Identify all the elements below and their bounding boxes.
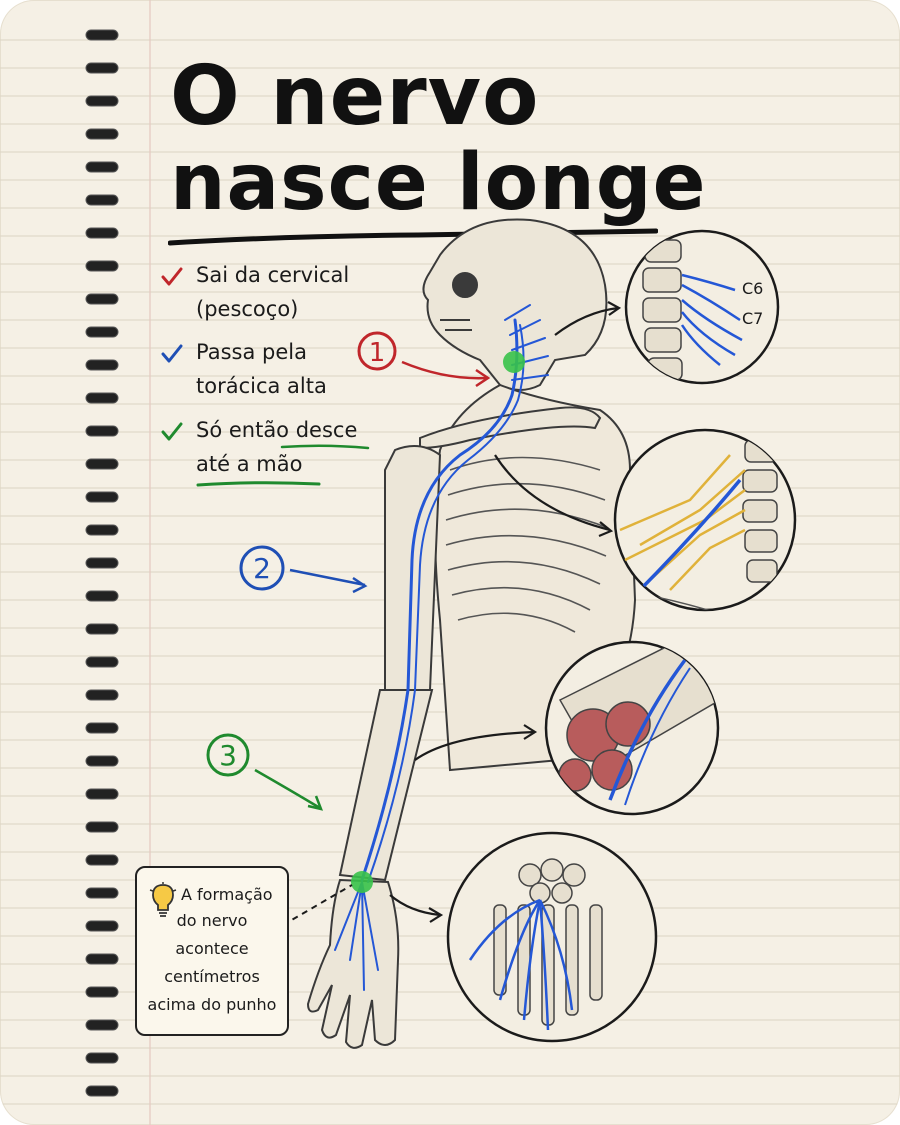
spiral-ring — [85, 458, 119, 470]
spiral-ring — [85, 491, 119, 503]
marker-1-circle — [357, 331, 397, 371]
marker-1: 1 — [357, 331, 491, 388]
spiral-ring — [85, 359, 119, 371]
muscle-section — [558, 758, 592, 792]
hand — [306, 878, 400, 1049]
spiral-ring — [85, 623, 119, 635]
nerve-roots — [680, 273, 743, 366]
spiral-ring — [85, 425, 119, 437]
spiral-ring — [85, 953, 119, 965]
checklist-item-line: até a mão — [196, 452, 303, 476]
checklist-item-line: (pescoço) — [196, 297, 299, 321]
callout-box: A formação do nervo acontece centímetros… — [135, 866, 289, 1036]
marker-3-arrow — [254, 768, 321, 810]
muscle-section — [591, 749, 633, 791]
teeth — [440, 319, 472, 331]
checklist-item-line: Passa pela — [196, 340, 307, 364]
lightbulb-icon — [149, 882, 177, 917]
eye-socket — [452, 272, 478, 298]
checklist-item-line: Só então desce — [196, 418, 358, 442]
spiral-ring — [85, 656, 119, 668]
check-mark-icon — [161, 267, 183, 286]
callout-leader — [282, 884, 353, 926]
spiral-ring — [85, 887, 119, 899]
spiral-ring — [85, 821, 119, 833]
spiral-binding — [85, 29, 119, 1097]
marker-2-arrow — [289, 568, 366, 587]
marker-3-label: 3 — [219, 739, 237, 772]
checklist-item-line: torácica alta — [196, 374, 327, 398]
underline-ate-a-mao — [196, 481, 321, 487]
clavicle — [419, 406, 602, 450]
spiral-ring — [85, 161, 119, 173]
spiral-ring — [85, 326, 119, 338]
spiral-ring — [85, 227, 119, 239]
marker-3: 3 — [206, 733, 324, 811]
detail-forearm-section — [544, 640, 720, 816]
vertebrae — [642, 239, 683, 381]
check-mark-icon — [161, 344, 183, 363]
spiral-ring — [85, 524, 119, 536]
spiral-ring — [85, 128, 119, 140]
spine-label-c6: C6 — [742, 279, 763, 298]
callout-line: acima do punho — [147, 995, 277, 1014]
spiral-ring — [85, 1052, 119, 1064]
spiral-ring — [85, 1019, 119, 1031]
spiral-ring — [85, 557, 119, 569]
marker-2-circle — [239, 545, 285, 591]
marker-2-label: 2 — [253, 552, 271, 585]
spiral-ring — [85, 293, 119, 305]
arrowhead-icon — [352, 576, 368, 594]
spiral-ring — [85, 590, 119, 602]
spiral-ring — [85, 755, 119, 767]
spiral-ring — [85, 788, 119, 800]
spiral-ring — [85, 194, 119, 206]
spiral-ring — [85, 920, 119, 932]
highlight-cervical — [503, 351, 525, 373]
spiral-ring — [85, 986, 119, 998]
detail-hand — [446, 831, 658, 1043]
spiral-ring — [85, 854, 119, 866]
ribcage — [445, 456, 609, 633]
spiral-ring — [85, 392, 119, 404]
spiral-ring — [85, 1085, 119, 1097]
arrowhead-icon — [307, 795, 324, 811]
spiral-ring — [85, 689, 119, 701]
skull — [422, 218, 608, 391]
callout-line: A formação — [181, 885, 273, 904]
title-underline — [168, 228, 658, 246]
highlight-wrist — [351, 871, 373, 893]
detail-cervical-spine: C6 C7 — [624, 229, 780, 385]
spine-label-c7: C7 — [742, 309, 763, 328]
nerve-path — [334, 304, 549, 991]
spiral-ring — [85, 260, 119, 272]
forearm — [338, 689, 434, 882]
marker-1-arrow — [401, 360, 488, 380]
marker-3-circle — [206, 733, 250, 777]
detail-brachial-plexus — [613, 428, 797, 612]
page-title-line-1: O nervo — [170, 49, 540, 144]
hand-nerves — [468, 898, 574, 1031]
page-title-line-2: nasce longe — [170, 138, 707, 228]
skeleton-figure — [306, 218, 637, 1049]
callout-line: do nervo — [176, 911, 248, 930]
spiral-ring — [85, 722, 119, 734]
arrowhead-icon — [475, 368, 491, 388]
checklist-item-line: Sai da cervical — [196, 263, 350, 287]
marker-1-label: 1 — [369, 338, 386, 368]
spiral-ring — [85, 29, 119, 41]
callout-line: acontece — [175, 939, 249, 958]
check-mark-icon — [161, 422, 183, 441]
spiral-ring — [85, 95, 119, 107]
callout-line: centímetros — [164, 967, 260, 986]
spiral-ring — [85, 62, 119, 74]
marker-2: 2 — [239, 545, 368, 594]
detail-arrows — [389, 301, 622, 923]
underline-desce — [280, 444, 370, 450]
